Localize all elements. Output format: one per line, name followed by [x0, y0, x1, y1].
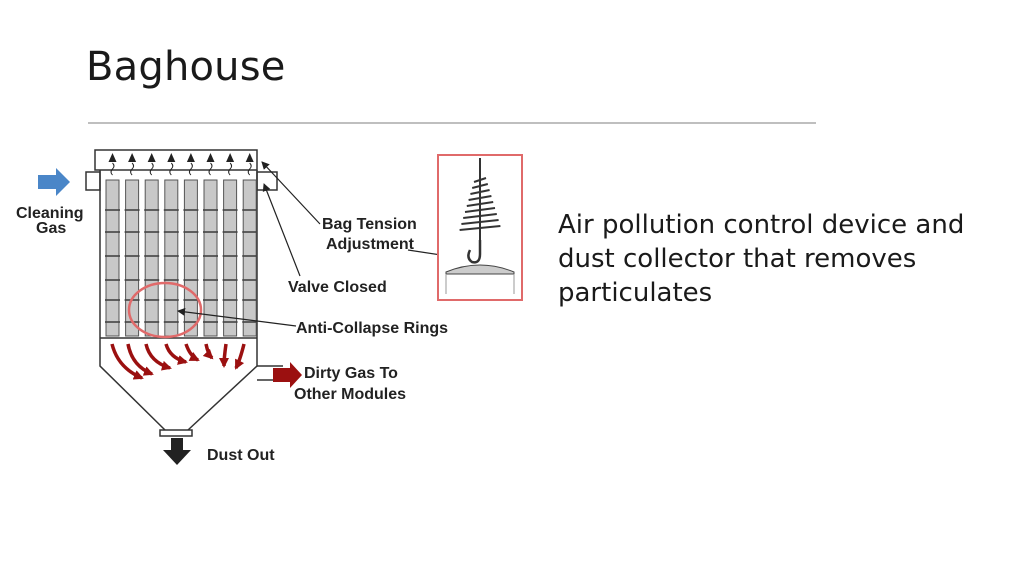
flow-arrow — [234, 343, 246, 370]
filter-bag — [125, 179, 140, 337]
nozzle-icon — [108, 153, 117, 162]
label-dirty-gas-2: Other Modules — [294, 386, 406, 403]
nozzle-icon — [147, 153, 156, 162]
flow-arrow — [110, 343, 144, 380]
label-cleaning-gas-2: Gas — [36, 220, 66, 237]
slide-body-text: Air pollution control device and dust co… — [558, 210, 965, 308]
label-cleaning-gas-1: Cleaning — [16, 205, 84, 222]
nozzle-icon — [245, 153, 254, 162]
label-valve-closed: Valve Closed — [288, 279, 387, 296]
nozzle-icon — [186, 153, 195, 162]
dirty-gas-out-arrow — [273, 362, 302, 388]
nozzle-icon — [206, 153, 215, 162]
baghouse-housing — [85, 149, 283, 437]
label-anti-collapse-rings: Anti-Collapse Rings — [296, 320, 448, 337]
label-bag-tension-1: Bag Tension — [322, 216, 417, 233]
flow-arrow — [184, 343, 200, 362]
filter-bags — [105, 179, 258, 337]
filter-bag — [105, 179, 120, 337]
slide-title: Baghouse — [86, 44, 286, 90]
tension-spring — [459, 177, 501, 231]
filter-bag — [242, 179, 257, 337]
anti-collapse-highlight — [127, 281, 203, 339]
nozzle-icon — [128, 153, 137, 162]
title-divider — [88, 122, 816, 124]
flow-arrow — [144, 343, 172, 371]
label-dirty-gas-1: Dirty Gas To — [304, 365, 398, 382]
bag-tension-detail-inset — [437, 154, 523, 301]
dust-out-arrow — [163, 438, 191, 465]
filter-bag — [164, 179, 179, 337]
flow-arrow — [219, 343, 230, 368]
flow-arrow — [164, 343, 188, 365]
dirty-gas-flow-arrows — [110, 343, 246, 380]
filter-bag — [203, 179, 218, 337]
cleaning-gas-arrow — [38, 168, 70, 196]
pulse-nozzles — [108, 153, 254, 176]
nozzle-icon — [226, 153, 235, 162]
filter-bag — [183, 179, 198, 337]
filter-bag — [223, 179, 238, 337]
nozzle-icon — [167, 153, 176, 162]
flow-arrow — [126, 343, 154, 376]
label-dust-out: Dust Out — [207, 447, 275, 464]
filter-bag — [144, 179, 159, 337]
label-bag-tension-2: Adjustment — [326, 236, 415, 253]
flow-arrow — [202, 343, 214, 360]
tension-hook — [467, 240, 482, 264]
